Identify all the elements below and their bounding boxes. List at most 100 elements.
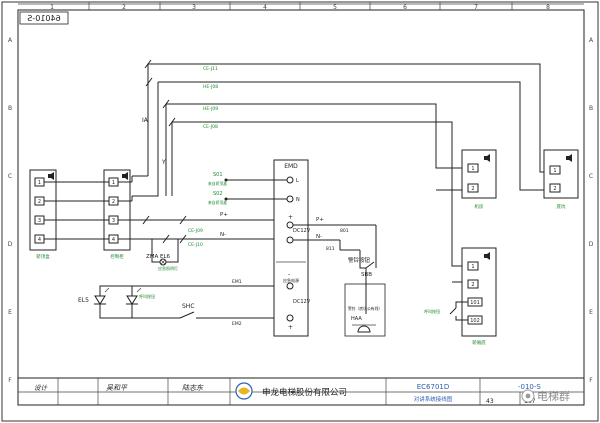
drawing-name: 对讲系统接线图	[414, 395, 453, 403]
label-el6-note: 应急照明灯	[158, 265, 178, 271]
pin-label: 1	[471, 166, 474, 172]
pin-label: 2	[553, 186, 556, 192]
emd-right-labels: P+ N- 801 811	[316, 217, 349, 252]
label-el5-note: 呼叫按钮	[139, 293, 155, 299]
shc-switch: SHC EM2	[132, 303, 282, 327]
pin-label: 102	[470, 318, 480, 324]
emd-title: EMD	[284, 163, 298, 170]
emd-right-wires	[293, 224, 377, 262]
device-label-right3: 轿厢底	[472, 339, 486, 346]
pin-label: 4	[38, 237, 41, 243]
emd-dc12v-bot: DC12V	[293, 299, 311, 305]
pin-label: 3	[38, 218, 41, 224]
label-sbb: SBB	[361, 272, 372, 278]
device-label-left1: 轿顶盒	[36, 253, 50, 260]
row-label: A	[8, 37, 13, 44]
label-em2: EM2	[232, 321, 242, 327]
speaker-icon	[48, 172, 54, 180]
label-s02-note: 来自轿顶盒	[208, 200, 227, 205]
emd-dc12v-top: DC12V	[293, 228, 311, 234]
call-button: 呼叫按钮	[424, 301, 468, 321]
row-label: D	[8, 241, 13, 248]
wire-letter-y: Y	[161, 159, 166, 166]
el5-group: EL5 呼叫按钮 EM1	[78, 279, 282, 319]
speaker-icon	[484, 252, 490, 260]
col-label: 4	[263, 4, 267, 11]
label-haa: HAA	[351, 316, 362, 322]
row-label: C	[589, 173, 593, 180]
label-el6: EL6	[160, 254, 171, 260]
label-p-plus-left: P+	[220, 212, 228, 218]
pin-label: 1	[112, 180, 115, 186]
bell-icon	[357, 325, 371, 333]
mid-wire-markers	[142, 215, 187, 244]
pin-label: 1	[553, 168, 556, 174]
pin-label: 3	[112, 218, 115, 224]
pin-label: 2	[112, 199, 115, 205]
label-801: 801	[340, 228, 349, 234]
device-left2: 1 2 3 4 控制柜	[103, 169, 131, 260]
label-811: 811	[326, 246, 335, 252]
pin-label: 1	[471, 264, 474, 270]
wire-label-ce-j11: CE-J11	[203, 66, 218, 72]
label-n-minus-left: N-	[220, 232, 226, 238]
label-em1: EM1	[232, 279, 242, 285]
row-label: E	[589, 309, 593, 316]
row-label: E	[8, 309, 12, 316]
mid-wire-labels: CE-J09 CE-J10	[188, 228, 203, 248]
page-number: 43	[486, 398, 494, 405]
sign-1: 设计	[34, 384, 49, 392]
speaker-icon	[566, 154, 572, 162]
row-label: F	[8, 377, 12, 384]
top-ruler	[18, 2, 584, 10]
col-label: 3	[192, 4, 196, 11]
row-label: B	[8, 105, 12, 112]
emd-minus-mid: -	[288, 271, 290, 278]
wire-label-ce-j10: CE-J10	[188, 242, 203, 248]
wire-label-he-j09: HE-J09	[203, 106, 218, 112]
inner-frame	[17, 9, 585, 406]
pin-label: 4	[112, 237, 115, 243]
pin-label: 2	[471, 186, 474, 192]
sign-3: 陆志东	[182, 384, 204, 392]
label-s01-note: 来自轿顶盒	[208, 181, 227, 186]
row-label: D	[589, 241, 594, 248]
device-label-left2: 控制柜	[110, 253, 124, 260]
wire-label-ce-j08: CE-J08	[203, 124, 218, 130]
wire-letters: IA Y	[142, 117, 166, 166]
mirrored-drawing-number: 64010-S	[19, 11, 69, 25]
wire-label-ce-j09: CE-J09	[188, 228, 203, 234]
watermark-text: 电梯群	[537, 389, 570, 403]
wire-markers	[144, 59, 176, 127]
company-name: 申龙电梯股份有限公司	[262, 387, 347, 398]
pin-label: 101	[470, 300, 480, 306]
label-s02: S02	[213, 191, 223, 197]
label-shc: SHC	[182, 303, 195, 310]
watermark: 电梯群	[521, 389, 570, 403]
label-zma: ZMA	[146, 254, 159, 260]
label-bell: 警铃（底坑公有线）	[348, 306, 382, 311]
alarm-section: 警铃按钮 SBB 警铃（底坑公有线） HAA	[344, 250, 386, 337]
speaker-icon	[122, 172, 128, 180]
pin-label: 1	[38, 180, 41, 186]
drawing-no-text: 64010-S	[27, 14, 60, 23]
device-label-right1: 机房	[475, 203, 484, 210]
row-label: A	[589, 37, 594, 44]
label-n-minus-right: N-	[316, 234, 322, 240]
label-call-button: 呼叫按钮	[424, 308, 440, 314]
col-label: 8	[546, 4, 550, 11]
device-right3: 1 2 101 102 轿厢底	[461, 247, 497, 346]
sign-2: 吴和平	[106, 384, 128, 392]
row-label: C	[8, 173, 12, 180]
wire-letter-ia: IA	[142, 117, 149, 124]
label-alarm-button: 警铃按钮	[348, 256, 371, 264]
col-label: 7	[474, 4, 478, 11]
col-label: 5	[333, 4, 337, 11]
title-block: 设计 吴和平 陆志东 申龙电梯股份有限公司 EC6701D 对讲系统接线图 -0…	[18, 377, 584, 405]
label-el5: EL5	[78, 297, 89, 304]
row-label: B	[589, 105, 593, 112]
wire-label-he-j08: HE-J08	[203, 84, 218, 90]
emd-block: EMD L N + DC12V - 应急电源 DC12V +	[273, 159, 311, 337]
device-right1: 1 2 机房	[461, 149, 497, 210]
